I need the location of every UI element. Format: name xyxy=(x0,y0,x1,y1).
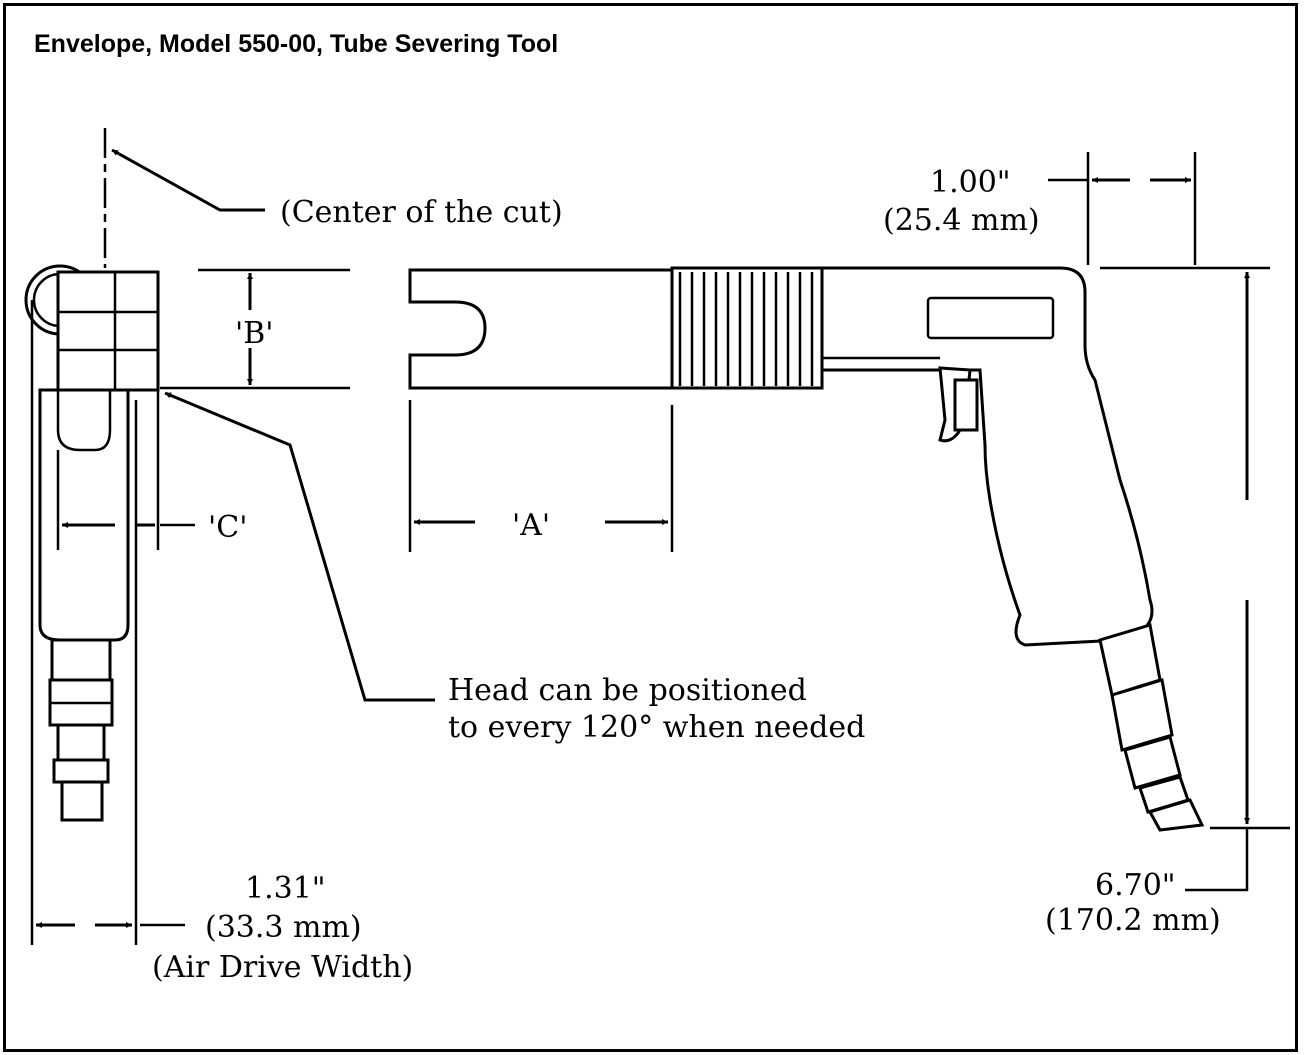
quick-coupler xyxy=(60,780,104,822)
diagram-frame xyxy=(3,3,1298,1052)
dim-top-mm: (25.4 mm) xyxy=(883,203,1040,238)
head-block xyxy=(56,270,160,392)
dim-height-in: 6.70" xyxy=(1095,868,1176,903)
dim-width-in: 1.31" xyxy=(245,871,326,906)
quick-coupler-profile xyxy=(1147,798,1205,832)
hex-fitting-profile xyxy=(1110,678,1174,752)
dim-b-label: 'B' xyxy=(235,316,274,351)
dim-width-name: (Air Drive Width) xyxy=(152,950,413,985)
head-note-leader xyxy=(164,391,435,702)
head-note-line-1: Head can be positioned xyxy=(448,673,807,708)
end-view-tool xyxy=(24,128,160,945)
head-note-line-2: to every 120° when needed xyxy=(448,710,865,745)
profile-view-tool xyxy=(408,152,1290,832)
dim-width-mm: (33.3 mm) xyxy=(205,910,362,945)
diagram-title: Envelope, Model 550-00, Tube Severing To… xyxy=(34,30,559,58)
tool-housing xyxy=(820,266,1154,647)
dim-c-label: 'C' xyxy=(208,510,247,545)
dim-a-label: 'A' xyxy=(512,508,550,543)
drive-body xyxy=(38,388,130,642)
dim-top-in: 1.00" xyxy=(930,165,1011,200)
spring-coils xyxy=(678,272,814,386)
center-of-cut-leader xyxy=(111,148,265,212)
center-of-cut-label: (Center of the cut) xyxy=(280,195,563,230)
dim-height-mm: (170.2 mm) xyxy=(1045,903,1221,938)
cutter-head xyxy=(408,268,674,390)
housing-window xyxy=(926,296,1055,340)
